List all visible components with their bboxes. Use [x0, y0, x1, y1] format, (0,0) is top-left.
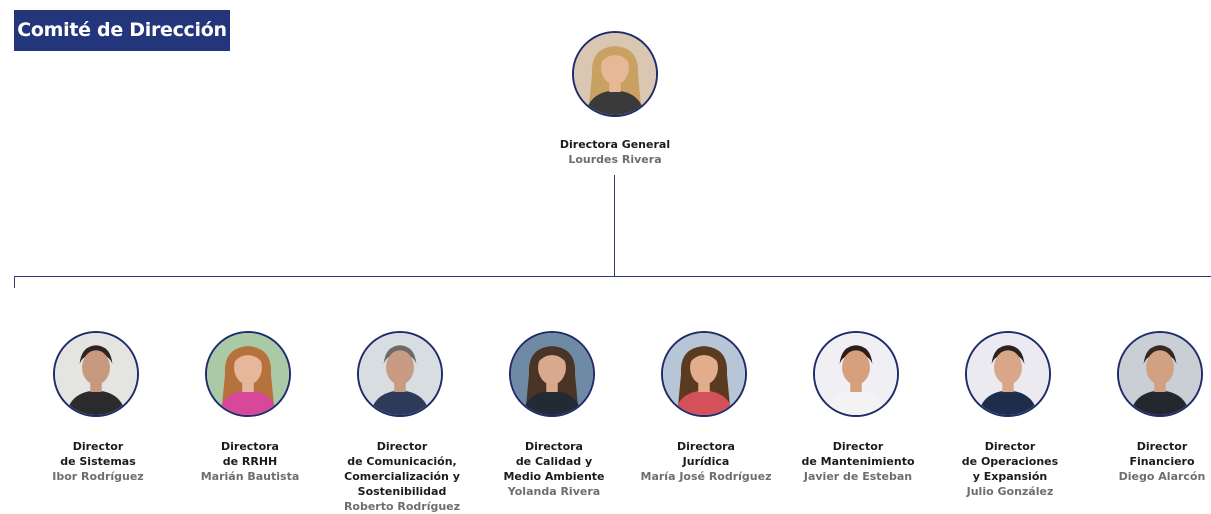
role-line: Financiero [1129, 455, 1195, 468]
person-name: Javier de Esteban [803, 470, 913, 483]
role-title: Director de Comunicación, Comercialización… [317, 439, 487, 499]
page-title: Comité de Dirección [14, 10, 230, 51]
role-line: Director [832, 440, 884, 453]
role-line: de RRHH [222, 455, 278, 468]
connector-horizontal [14, 276, 1211, 277]
role-line: de Comunicación, [347, 455, 457, 468]
role-line: Directora [221, 440, 279, 453]
avatar [53, 331, 139, 417]
role-line: Directora [677, 440, 735, 453]
role-line: y Expansión [972, 470, 1048, 483]
member-caption: Directora de RRHH Marián Bautista [165, 439, 335, 484]
person-name: Ibor Rodríguez [52, 470, 144, 483]
role-line: de Operaciones [961, 455, 1059, 468]
role-title: Director de Operaciones y Expansión [925, 439, 1095, 484]
role-title: Director de Sistemas [13, 439, 183, 469]
role-line: Sostenibilidad [357, 485, 447, 498]
role-line: Director [1136, 440, 1188, 453]
person-name: Julio González [966, 485, 1054, 498]
avatar [813, 331, 899, 417]
avatar-directora-general [572, 31, 658, 117]
role-line: Directora General [559, 138, 671, 151]
role-title: Director de Mantenimiento [773, 439, 943, 469]
role-line: Director [72, 440, 124, 453]
connector-left-tick [14, 276, 15, 288]
role-line: Medio Ambiente [503, 470, 605, 483]
person-name: María José Rodríguez [640, 470, 772, 483]
role-line: Director [376, 440, 428, 453]
role-title: Directora General [515, 137, 715, 152]
person-name: Marián Bautista [200, 470, 300, 483]
person-name: Lourdes Rivera [568, 153, 662, 166]
person-name: Roberto Rodríguez [343, 500, 461, 513]
connector-vertical [614, 175, 615, 277]
role-line: de Sistemas [60, 455, 136, 468]
avatar [509, 331, 595, 417]
role-line: Director [984, 440, 1036, 453]
avatar [1117, 331, 1203, 417]
person-name: Diego Alarcón [1118, 470, 1206, 483]
avatar [357, 331, 443, 417]
role-line: Directora [525, 440, 583, 453]
avatar [661, 331, 747, 417]
role-line: de Mantenimiento [801, 455, 915, 468]
role-title: Directora de Calidad y Medio Ambiente [469, 439, 639, 484]
member-caption: Director de Comunicación, Comercialización… [317, 439, 487, 514]
role-line: Comercialización y [344, 470, 460, 483]
role-title: Directora de RRHH [165, 439, 335, 469]
person-name: Yolanda Rivera [507, 485, 601, 498]
avatar [205, 331, 291, 417]
caption-directora-general: Directora General Lourdes Rivera [515, 137, 715, 167]
role-line: de Calidad y [515, 455, 593, 468]
role-line: Jurídica [682, 455, 730, 468]
avatar [965, 331, 1051, 417]
